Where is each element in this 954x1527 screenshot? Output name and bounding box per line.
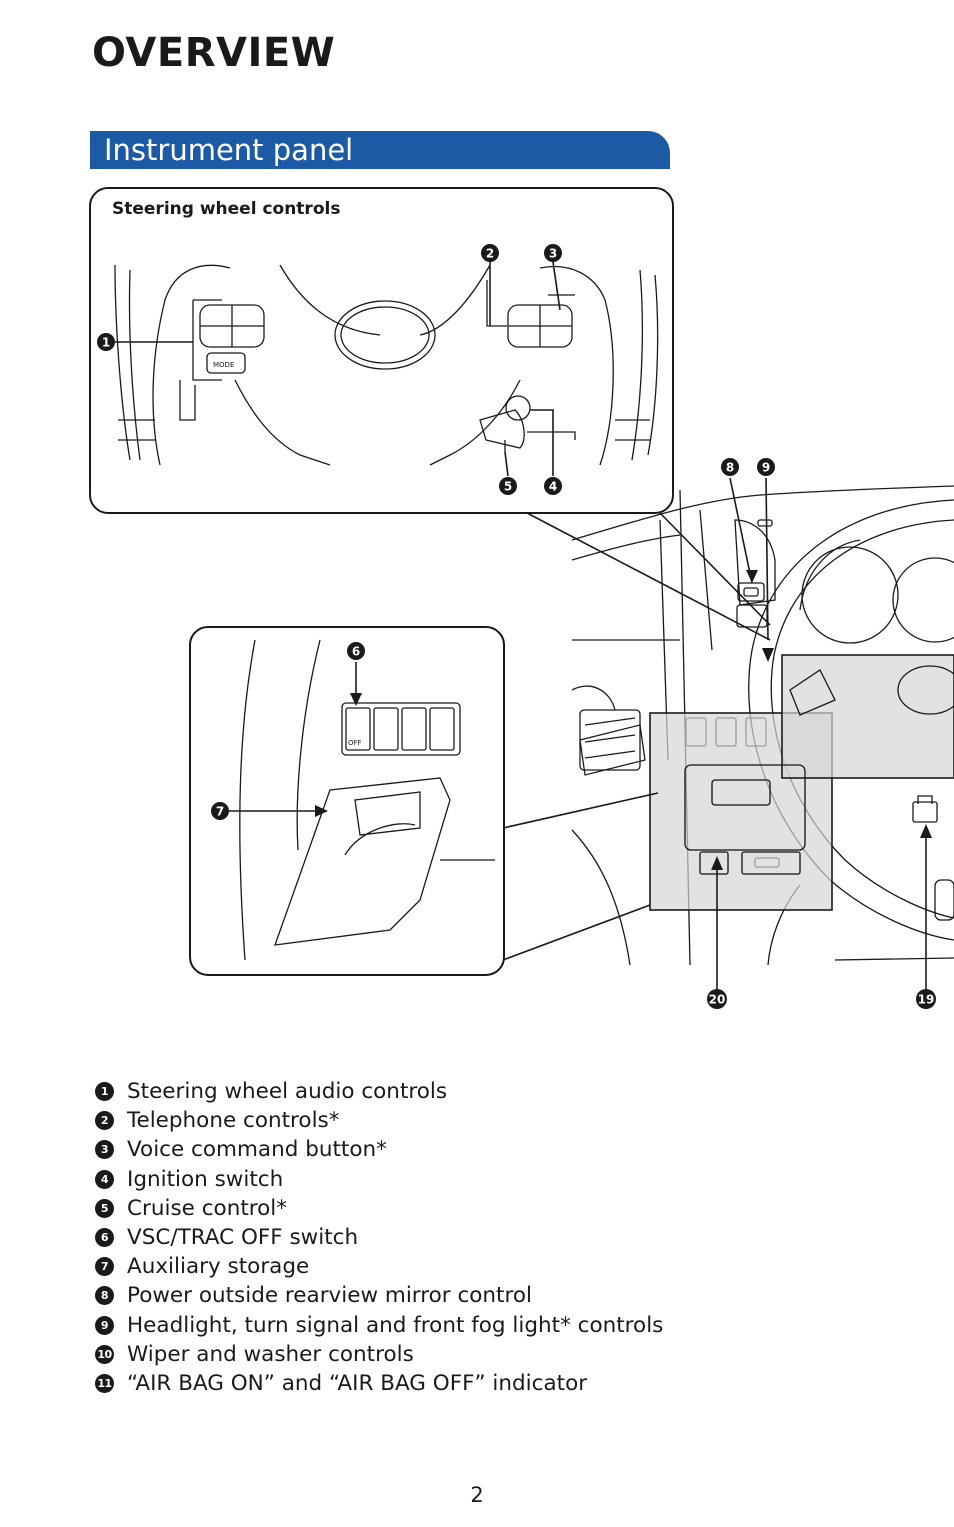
legend-number-badge: 9 (95, 1315, 114, 1335)
legend-text: Voice command button* (127, 1137, 387, 1163)
page-title: OVERVIEW (92, 30, 336, 76)
svg-text:7: 7 (216, 805, 224, 819)
section-banner: Instrument panel (90, 131, 670, 169)
callout-2: 2 (481, 244, 499, 262)
legend-number-badge: 2 (95, 1111, 114, 1131)
legend-number-badge: 3 (95, 1140, 114, 1160)
callout-7: 7 (211, 802, 229, 820)
svg-text:9: 9 (762, 461, 770, 475)
legend-item: 9 Headlight, turn signal and front fog li… (95, 1311, 663, 1340)
callout-4: 4 (544, 477, 562, 495)
vsc-storage-inset: OFF (189, 626, 505, 976)
legend-text: “AIR BAG ON” and “AIR BAG OFF” indicator (127, 1370, 588, 1396)
legend-number-badge: 6 (95, 1228, 114, 1248)
steering-wheel-controls-inset: Steering wheel controls (89, 187, 674, 514)
svg-text:4: 4 (549, 480, 557, 494)
legend-number-badge: 10 (95, 1344, 114, 1364)
legend-list: 1 Steering wheel audio controls 2 Telephon… (95, 1077, 663, 1398)
legend-text: Cruise control* (127, 1195, 287, 1221)
callout-5: 5 (499, 477, 517, 495)
legend-item: 2 Telephone controls* (95, 1106, 663, 1135)
legend-item: 7 Auxiliary storage (95, 1252, 663, 1281)
svg-text:8: 8 (726, 461, 734, 475)
svg-text:3: 3 (549, 247, 557, 261)
legend-item: 3 Voice command button* (95, 1135, 663, 1164)
svg-text:6: 6 (352, 645, 360, 659)
callout-1: 1 (97, 333, 115, 351)
legend-text: Auxiliary storage (127, 1254, 310, 1280)
legend-text: Headlight, turn signal and front fog lig… (127, 1312, 664, 1338)
legend-item: 8 Power outside rearview mirror control (95, 1281, 663, 1310)
highlight-zone-steering-wheel (781, 654, 954, 779)
svg-text:19: 19 (918, 993, 935, 1007)
legend-text: VSC/TRAC OFF switch (127, 1225, 359, 1251)
svg-text:1: 1 (102, 336, 110, 350)
callout-8: 8 (721, 458, 739, 476)
svg-text:2: 2 (486, 247, 494, 261)
legend-text: Power outside rearview mirror control (127, 1283, 532, 1309)
legend-text: Steering wheel audio controls (127, 1079, 448, 1105)
instrument-panel-diagram: Steering wheel controls (89, 187, 954, 1009)
legend-number-badge: 1 (95, 1082, 114, 1102)
legend-text: Telephone controls* (127, 1108, 340, 1134)
svg-text:MODE: MODE (213, 361, 234, 369)
legend-number-badge: 4 (95, 1169, 114, 1189)
legend-item: 10 Wiper and washer controls (95, 1340, 663, 1369)
svg-text:20: 20 (709, 993, 726, 1007)
legend-number-badge: 8 (95, 1286, 114, 1306)
legend-item: 5 Cruise control* (95, 1194, 663, 1223)
legend-item: 1 Steering wheel audio controls (95, 1077, 663, 1106)
legend-number-badge: 11 (95, 1373, 114, 1393)
legend-number-badge: 5 (95, 1198, 114, 1218)
callout-19: 19 (916, 989, 936, 1009)
svg-text:OFF: OFF (348, 739, 362, 747)
legend-item: 11 “AIR BAG ON” and “AIR BAG OFF” indicat… (95, 1369, 663, 1398)
svg-text:5: 5 (504, 480, 512, 494)
callout-6: 6 (347, 642, 365, 660)
legend-text: Wiper and washer controls (127, 1341, 414, 1367)
legend-text: Ignition switch (127, 1166, 284, 1192)
callout-20: 20 (707, 989, 727, 1009)
legend-item: 4 Ignition switch (95, 1165, 663, 1194)
legend-item: 6 VSC/TRAC OFF switch (95, 1223, 663, 1252)
steering-inset-label: Steering wheel controls (112, 199, 340, 219)
callout-9: 9 (757, 458, 775, 476)
legend-number-badge: 7 (95, 1257, 114, 1277)
callout-3: 3 (544, 244, 562, 262)
page-number: 2 (470, 1483, 484, 1507)
